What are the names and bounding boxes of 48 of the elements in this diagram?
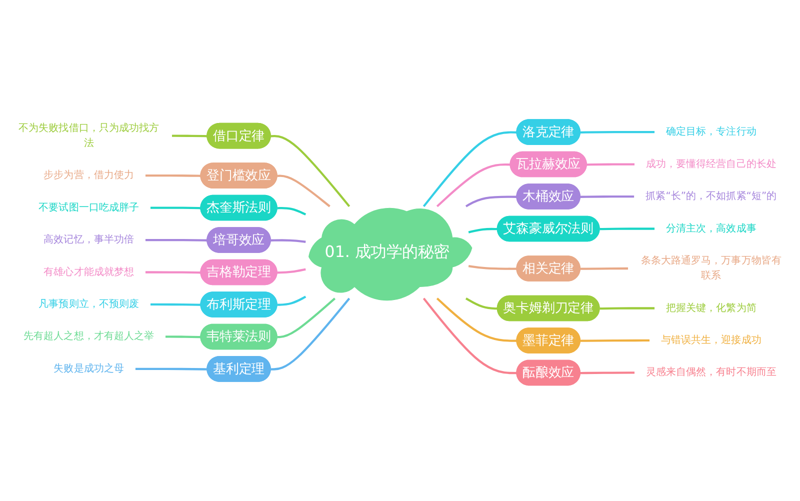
connector	[580, 339, 650, 342]
connector	[277, 296, 306, 306]
node-text: 凡事预则立，不预则废	[38, 298, 139, 310]
connector	[270, 135, 350, 208]
node-text: 不为失败找借口，只为成功找方法	[18, 122, 160, 149]
connector	[436, 164, 510, 208]
connector	[580, 130, 655, 134]
node-text: 与错误共生，迎接成功	[661, 334, 762, 346]
connector	[165, 336, 201, 338]
connector	[145, 174, 201, 177]
connector	[600, 228, 655, 230]
node-text: 先有超人之想，才有超人之举	[24, 330, 154, 342]
connector	[580, 195, 634, 198]
connector	[150, 206, 201, 210]
connector	[277, 206, 306, 216]
connector	[468, 265, 517, 270]
connector	[468, 228, 498, 234]
connector	[436, 298, 517, 342]
node-text: 不要试图一口吃成胖子	[38, 202, 139, 214]
connector	[145, 271, 201, 274]
connector	[135, 368, 208, 370]
connector	[586, 163, 635, 166]
node-text: 失败是成功之母	[54, 362, 124, 374]
node-text: 灵感来自偶然，有时不期而至	[646, 366, 776, 378]
node-text: 确定目标，专注行动	[666, 126, 756, 138]
node-text: 高效记忆，事半功倍	[44, 234, 134, 246]
connector	[172, 134, 208, 138]
connector	[580, 372, 635, 374]
connector	[422, 298, 517, 374]
node-text: 把握关键，化繁为简	[666, 302, 756, 314]
node-text: 分清主次，高效成事	[666, 222, 756, 234]
connector	[277, 298, 336, 338]
connector	[270, 298, 350, 370]
connector	[465, 297, 498, 310]
connector	[422, 131, 517, 208]
connector	[145, 238, 208, 242]
node-text: 抓紧“长”的，不如抓紧“短”的	[646, 190, 777, 202]
node-text: 成功，要懂得经营自己的长处	[646, 158, 776, 170]
node-text: 条条大路通罗马，万事万物皆有联系	[640, 254, 782, 282]
connector	[270, 239, 306, 243]
connector	[580, 267, 628, 270]
node-text: 步步为营，借力使力	[44, 169, 134, 181]
connector	[277, 174, 330, 208]
connector	[600, 307, 655, 310]
connector	[465, 196, 517, 208]
connector	[150, 303, 201, 306]
connector	[277, 268, 306, 274]
node-text: 有雄心才能成就梦想	[44, 266, 134, 278]
